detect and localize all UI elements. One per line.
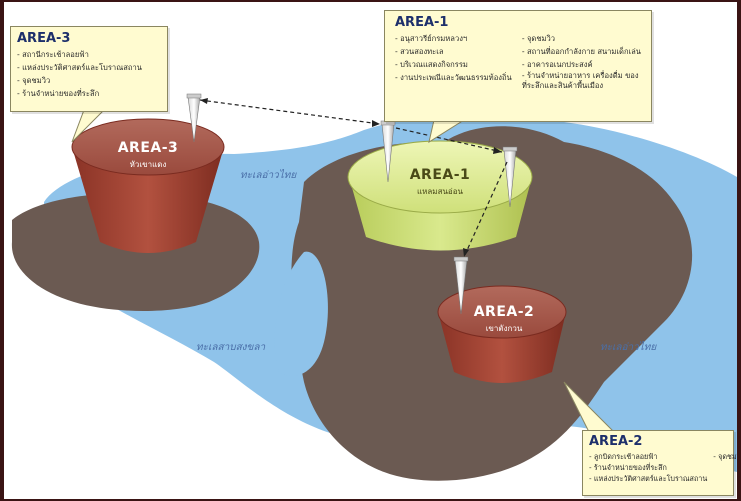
cable-poles	[186, 93, 518, 315]
list-item: ร้านจำหน่ายของที่ระลึก	[17, 87, 161, 100]
area1-name: AREA-1	[409, 167, 471, 183]
area1-list-left: อนุสาวรีย์กรมหลวงฯ สวนสองทะเล บริเวณแสดง…	[395, 32, 512, 91]
list-item: อาคารอเนกประสงค์	[522, 58, 641, 71]
list-item: จุดชมวิว	[713, 451, 737, 462]
list-item: สถานที่ออกกำลังกาย สนามเด็กเล่น	[522, 45, 641, 58]
area3-callout-title: AREA-3	[17, 31, 71, 46]
area1-subtitle: แหลมสนอ่อน	[416, 187, 464, 196]
scene-illustration	[11, 93, 737, 481]
cable-arrowheads	[200, 98, 502, 257]
list-item: แหล่งประวัติศาสตร์และโบราณสถาน	[589, 473, 707, 484]
area2-name: AREA-2	[473, 304, 535, 320]
sea-label-lake: ทะเลสาบสงขลา	[196, 342, 266, 353]
list-item: อนุสาวรีย์กรมหลวงฯ	[395, 32, 512, 45]
sea-label-gulf-right: ทะเลอ่าวไทย	[600, 342, 657, 353]
area2-pot-label: AREA-2 เขาตังกวน	[456, 304, 552, 335]
list-item: จุดชมวิว	[522, 32, 641, 45]
cable-area1-area2	[463, 161, 508, 258]
diagram-frame: AREA-3 หัวเขาแดง AREA-1 แหลมสนอ่อน AREA-…	[4, 2, 737, 499]
area2-subtitle: เขาตังกวน	[485, 324, 523, 333]
lake-water	[274, 251, 328, 377]
area1-list-right: จุดชมวิว สถานที่ออกกำลังกาย สนามเด็กเล่น…	[522, 32, 641, 91]
area3-name: AREA-3	[117, 140, 179, 156]
area3-callout: AREA-3 สถานีกระเช้าลอยฟ้า แหล่งประวัติศา…	[10, 26, 168, 112]
area2-list-left: ลูกบิดกระเช้าลอยฟ้า ร้านจำหน่ายของที่ระล…	[589, 451, 707, 484]
area3-subtitle: หัวเขาแดง	[129, 160, 167, 169]
area2-callout: AREA-2 ลูกบิดกระเช้าลอยฟ้า ร้านจำหน่ายขอ…	[582, 430, 737, 496]
area1-pot	[347, 140, 533, 251]
list-item: งานประเพณีและวัฒนธรรมท้องถิ่น	[395, 71, 512, 84]
list-item: ร้านจำหน่ายของที่ระลึก	[589, 462, 707, 473]
list-item: แหล่งประวัติศาสตร์และโบราณสถาน	[17, 61, 161, 74]
area3-pot	[71, 118, 225, 253]
area2-callout-title: AREA-2	[589, 434, 643, 449]
area1-callout: AREA-1 อนุสาวรีย์กรมหลวงฯ สวนสองทะเล บริ…	[384, 10, 652, 122]
area2-list-right: จุดชมวิว	[713, 451, 737, 484]
list-item: จุดชมวิว	[17, 74, 161, 87]
list-item: บริเวณแสดงกิจกรรม	[395, 58, 512, 71]
area1-callout-title: AREA-1	[395, 15, 449, 30]
list-item: สวนสองทะเล	[395, 45, 512, 58]
area1-pot-label: AREA-1 แหลมสนอ่อน	[384, 167, 496, 198]
list-item: ร้านจำหน่ายอาหาร เครื่องดื่ม ของที่ระลึก…	[522, 71, 641, 91]
list-item: ลูกบิดกระเช้าลอยฟ้า	[589, 451, 707, 462]
area3-pot-label: AREA-3 หัวเขาแดง	[100, 140, 196, 171]
sea-label-gulf-top: ทะเลอ่าวไทย	[240, 170, 297, 181]
cable-lines	[199, 99, 508, 258]
cable-area3-area1	[199, 99, 381, 125]
area2-pot	[437, 285, 567, 383]
list-item: สถานีกระเช้าลอยฟ้า	[17, 48, 161, 61]
area3-list: สถานีกระเช้าลอยฟ้า แหล่งประวัติศาสตร์และ…	[17, 48, 161, 100]
